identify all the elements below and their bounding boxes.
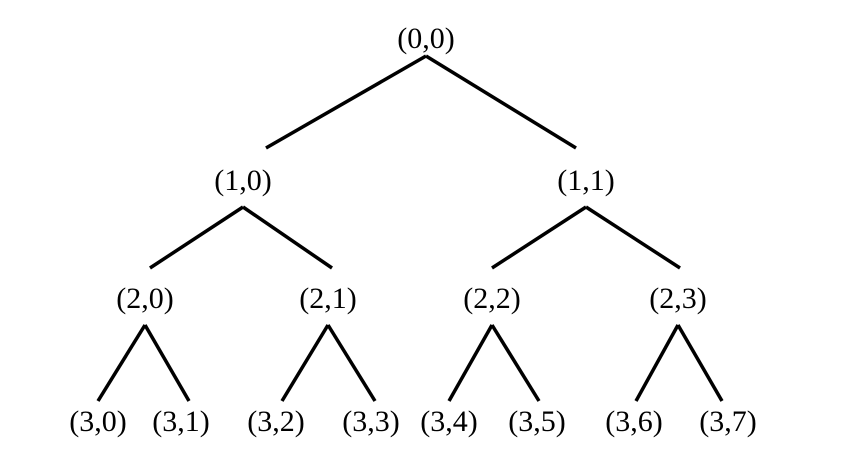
node-label-3-3: (3,3) [342, 405, 399, 438]
edge-0-0-to-1-1 [425, 54, 577, 150]
node-label-3-2: (3,2) [247, 405, 304, 438]
edge-2-1-to-3-3 [326, 324, 377, 402]
edge-1-0-to-2-0 [149, 205, 244, 270]
node-label-3-6: (3,6) [605, 405, 662, 438]
tree-edges [96, 54, 724, 402]
edge-2-0-to-3-0 [96, 324, 147, 402]
node-label-1-0: (1,0) [214, 164, 271, 197]
tree-node-labels: (0,0) (1,0) (1,1) (2,0) (2,1) (2,2) (2,3) (3,0)… [69, 22, 756, 438]
node-label-3-0: (3,0) [69, 405, 126, 438]
node-label-3-7: (3,7) [699, 405, 756, 438]
edge-1-1-to-2-3 [585, 205, 681, 270]
edge-2-3-to-3-6 [634, 324, 680, 402]
node-label-3-1: (3,1) [152, 405, 209, 438]
edge-2-1-to-3-2 [280, 324, 330, 402]
edge-2-3-to-3-7 [676, 324, 724, 402]
node-label-2-2: (2,2) [463, 282, 520, 315]
node-label-2-1: (2,1) [299, 282, 356, 315]
edge-2-2-to-3-4 [447, 324, 494, 402]
node-label-3-5: (3,5) [508, 405, 565, 438]
edge-2-0-to-3-1 [143, 324, 191, 402]
edge-1-1-to-2-2 [491, 205, 587, 270]
node-label-0-0: (0,0) [397, 22, 454, 55]
edge-0-0-to-1-0 [265, 54, 427, 150]
node-label-3-4: (3,4) [420, 405, 477, 438]
edge-2-2-to-3-5 [490, 324, 541, 402]
node-label-2-3: (2,3) [649, 282, 706, 315]
node-label-1-1: (1,1) [557, 164, 614, 197]
edge-1-0-to-2-1 [242, 205, 333, 270]
node-label-2-0: (2,0) [116, 282, 173, 315]
